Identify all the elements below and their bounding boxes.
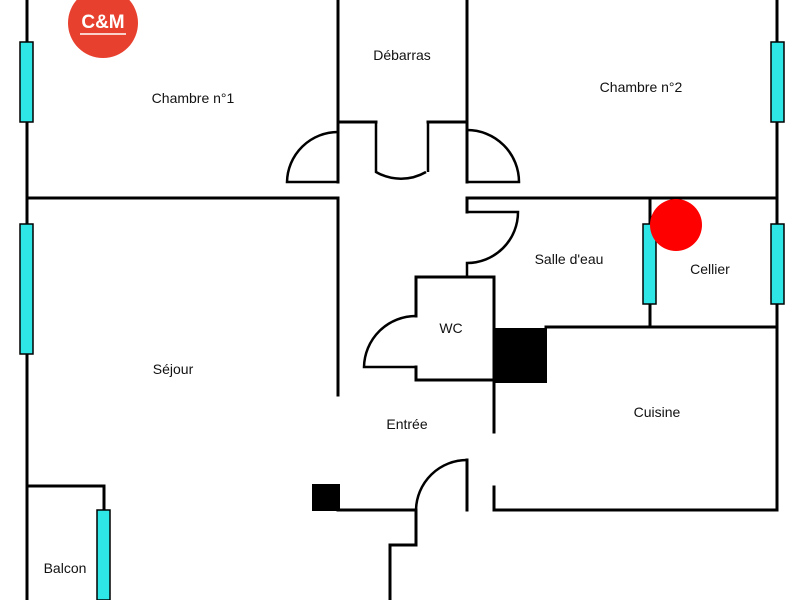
window-cellier-left [642, 223, 657, 305]
logo-badge [68, 0, 138, 58]
window-cellier-right [770, 223, 785, 305]
window-ch1 [19, 41, 34, 123]
label-salle-eau: Salle d'eau [535, 251, 604, 267]
label-wc: WC [439, 320, 462, 336]
label-debarras: Débarras [373, 47, 431, 63]
door-chambre1 [285, 130, 339, 184]
label-cellier: Cellier [690, 261, 730, 277]
door-debarras-left [374, 122, 427, 180]
door-wc [362, 314, 417, 369]
window-sejour [19, 223, 34, 355]
door-salle-eau [465, 210, 520, 277]
window-balcon [96, 509, 111, 600]
black-block-kitchen [494, 328, 547, 383]
logo-text: C&M [81, 12, 124, 33]
door-chambre2 [466, 128, 521, 184]
label-cuisine: Cuisine [634, 404, 681, 420]
label-balcon: Balcon [44, 560, 87, 576]
door-entree [414, 458, 468, 511]
label-entree: Entrée [386, 416, 427, 432]
black-block-entree [312, 484, 340, 511]
label-sejour: Séjour [153, 361, 194, 377]
label-chambre2: Chambre n°2 [600, 79, 683, 95]
label-chambre1: Chambre n°1 [152, 90, 235, 106]
window-ch2 [770, 41, 785, 123]
red-marker [650, 199, 702, 251]
